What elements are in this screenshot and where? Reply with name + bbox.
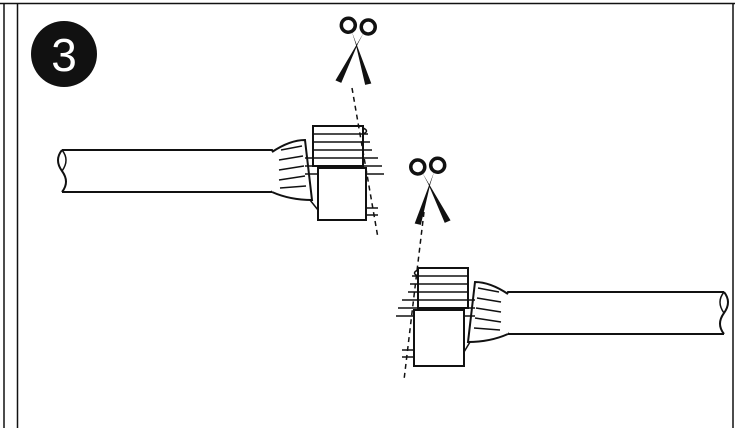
cable-right — [501, 291, 729, 335]
connector-left — [271, 125, 384, 221]
step-badge: 3 — [31, 21, 97, 87]
cut-line-bottom — [403, 211, 425, 381]
cable-left — [57, 149, 280, 193]
connector-right — [396, 267, 509, 367]
step-number: 3 — [51, 28, 77, 81]
scissors-icon — [335, 16, 377, 85]
scissors-icon — [409, 156, 451, 225]
cut-line-top — [351, 87, 379, 239]
